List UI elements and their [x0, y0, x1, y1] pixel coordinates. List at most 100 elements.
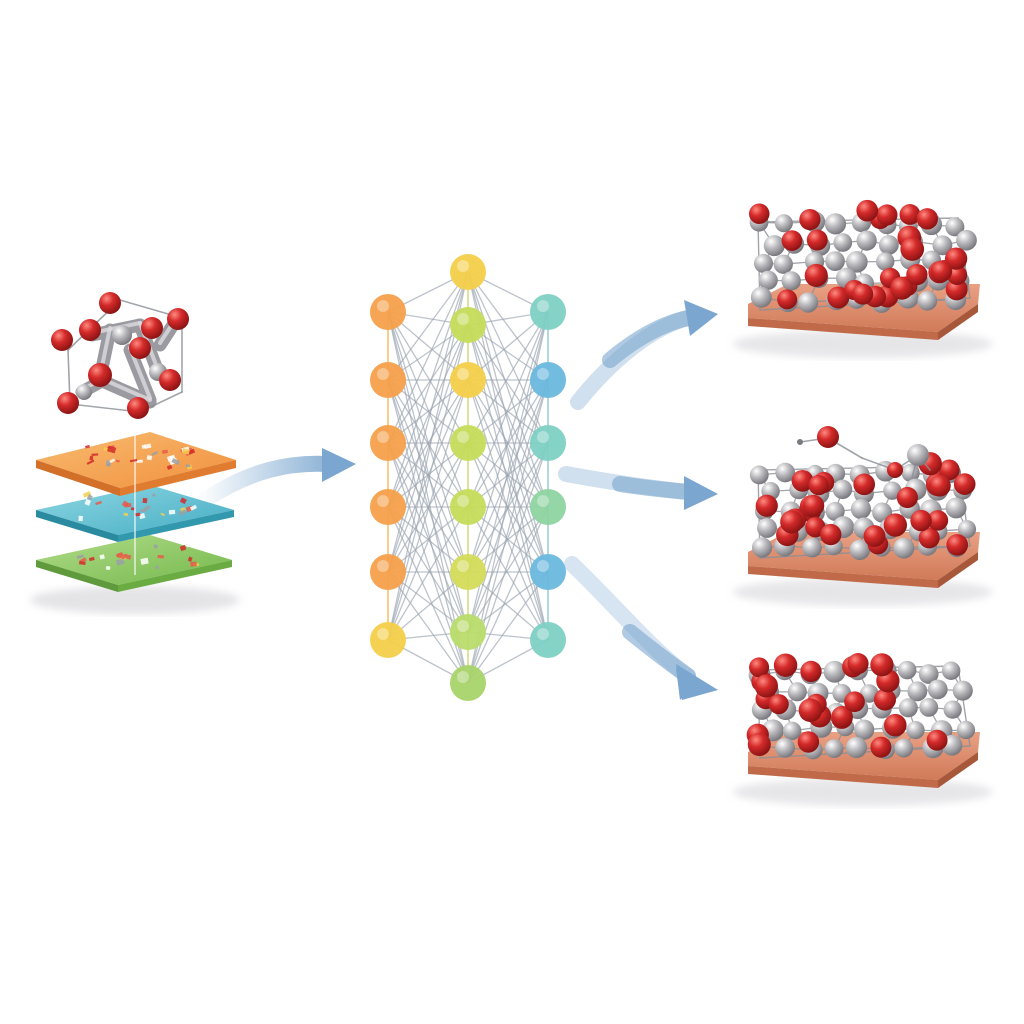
arrow-network-to-output-2 — [558, 466, 718, 510]
network-edge — [387, 506, 469, 684]
network-edge — [387, 379, 469, 641]
oxygen-atom — [57, 392, 79, 414]
network-node — [530, 622, 566, 658]
network-edge — [387, 324, 469, 508]
oxygen-atom — [748, 203, 770, 225]
oxygen-atom — [159, 369, 181, 391]
metal-atom — [775, 737, 795, 758]
network-node — [450, 554, 486, 590]
metal-atom — [893, 537, 915, 559]
metal-atom — [945, 217, 965, 237]
metal-atom — [749, 465, 769, 485]
oxygen-atom — [802, 494, 825, 517]
oxygen-atom — [798, 698, 823, 723]
metal-atom — [883, 481, 902, 500]
network-edge — [467, 379, 549, 641]
oxygen-atom — [852, 283, 874, 305]
oxygen-atom — [844, 691, 865, 713]
metal-atom — [854, 719, 875, 740]
oxygen-atom — [953, 473, 976, 495]
layer-bottom — [36, 535, 232, 585]
oxygen-atom — [873, 688, 897, 711]
oxygen-atom — [804, 263, 828, 288]
metal-atom — [76, 384, 92, 400]
oxygen-atom — [817, 426, 839, 448]
network-edge — [387, 506, 469, 641]
network-edge — [467, 506, 549, 633]
stacked-feature-layers-icon — [30, 420, 240, 614]
oxygen-atom — [127, 397, 149, 419]
metal-atom — [918, 664, 939, 684]
network-node — [370, 425, 406, 461]
oxygen-atom — [945, 278, 968, 301]
oxygen-atom — [896, 486, 918, 509]
metal-atom — [750, 286, 772, 308]
network-edge — [387, 442, 469, 633]
metal-atom — [898, 698, 918, 718]
network-node — [530, 294, 566, 330]
network-node — [450, 665, 486, 701]
metal-atom — [849, 539, 871, 561]
metal-atom — [757, 517, 778, 538]
surface-slab-icon-1 — [733, 199, 993, 358]
network-edge — [467, 311, 549, 573]
metal-atom — [825, 501, 845, 521]
oxygen-atom — [910, 509, 932, 532]
oxygen-atom — [754, 674, 778, 698]
oxygen-atom — [876, 204, 898, 226]
network-edge — [387, 271, 469, 444]
oxygen-atom — [847, 653, 869, 675]
oxygen-atom — [99, 292, 121, 314]
network-node — [530, 362, 566, 398]
metal-atom — [775, 462, 796, 483]
metal-atom — [751, 537, 773, 558]
oxygen-atom — [768, 694, 789, 715]
metal-atom — [833, 233, 853, 252]
network-edge — [467, 571, 549, 684]
oxygen-atom — [831, 705, 853, 728]
network-edge — [467, 311, 549, 508]
metal-atom — [927, 679, 948, 700]
oxygen-atom — [141, 317, 163, 339]
metal-atom — [941, 661, 961, 680]
oxygen-atom — [930, 260, 953, 282]
oxygen-atom — [781, 230, 803, 251]
network-edge — [387, 379, 469, 508]
network-edge — [387, 379, 469, 573]
metal-atom — [957, 520, 977, 539]
network-node — [450, 614, 486, 650]
network-node — [450, 254, 486, 290]
metal-atom — [112, 325, 132, 345]
network-edge — [387, 324, 469, 444]
network-edge — [387, 506, 469, 633]
metal-atom — [787, 682, 807, 702]
metal-atom — [798, 292, 819, 313]
oxygen-atom — [773, 653, 798, 677]
oxygen-atom — [946, 534, 969, 556]
metal-atom — [832, 479, 853, 500]
network-edge — [387, 271, 469, 381]
metal-atom — [823, 660, 846, 683]
oxygen-atom — [79, 319, 101, 341]
oxygen-atom — [799, 208, 821, 231]
network-edge — [467, 271, 549, 444]
metal-atom — [773, 254, 793, 274]
metal-atom — [781, 271, 801, 291]
network-edge — [387, 442, 469, 573]
oxygen-atom — [863, 525, 886, 547]
oxygen-atom — [806, 229, 828, 251]
oxygen-atom — [887, 462, 903, 478]
arrow-network-to-output-3 — [564, 556, 718, 700]
metal-atom — [945, 497, 967, 519]
network-edge — [387, 442, 469, 641]
network-node — [370, 622, 406, 658]
oxygen-atom — [906, 263, 928, 286]
metal-atom — [956, 720, 976, 740]
metal-atom — [894, 738, 914, 758]
metal-atom — [907, 444, 929, 466]
oxygen-atom — [780, 510, 804, 534]
network-edge — [467, 271, 549, 508]
surface-slab-icon-3 — [733, 653, 993, 806]
oxygen-atom — [51, 329, 73, 351]
